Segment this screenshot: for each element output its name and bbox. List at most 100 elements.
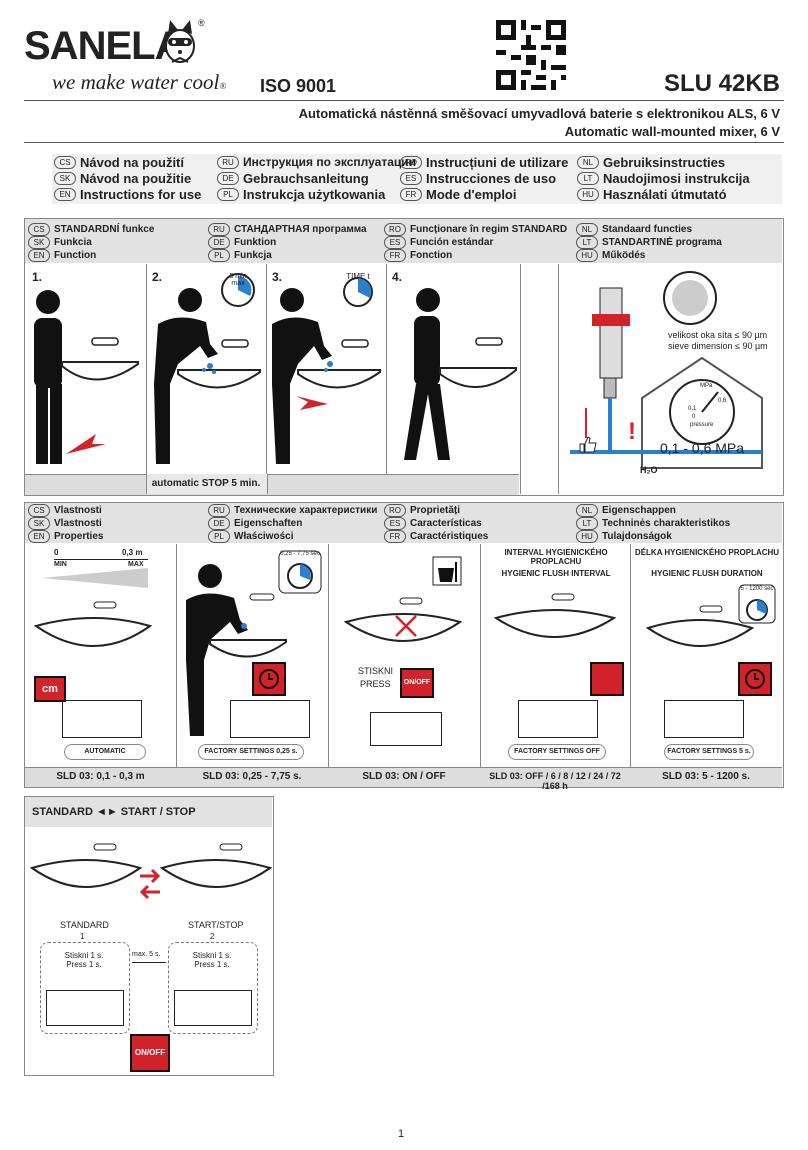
prop-divider-3 [480,544,481,786]
filter-panel [558,264,783,494]
control-unit-2 [230,700,310,738]
subtitle-cs: Automatická nástěnná směšovací umyvadlov… [298,106,780,121]
control-unit-startstop [174,990,252,1026]
step-1-illustration [34,290,139,464]
onoff-button-startstop[interactable]: ON/OFF [130,1034,170,1072]
bucket-mop-icon [432,556,462,586]
iso-label: ISO 9001 [260,76,337,96]
timer-range-label: 0,25 - 7,75 sec [280,551,320,557]
gauge-unit: MPa [700,383,713,389]
duration-button[interactable] [738,662,772,696]
press-cs-1: Stiskni 1 s. [64,951,104,960]
basin-5 [646,605,754,647]
prop-footer-bar [25,767,782,787]
max5-label: max. 5 s. [132,951,161,958]
raccoon-logo-icon [160,16,200,68]
standard-label: STANDARD [60,920,109,930]
interval-button[interactable] [590,662,624,696]
step-3-number: 3. [272,270,283,284]
prop-footer-4: SLD 03: OFF / 6 / 8 / 12 / 24 / 72 /168 … [489,771,621,791]
step-1-number: 1. [32,270,43,284]
header-divider-2 [24,142,784,143]
page-number: 1 [398,1128,405,1140]
tagline: we make water cool® [52,70,227,94]
thumbs-up-icon [578,434,598,454]
startstop-header-bar [25,797,272,827]
pressure-range: 0,1 - 0,6 MPa [660,440,745,456]
gauge-01: 0,1 [688,406,697,412]
person-washing-illustration [186,564,287,736]
duration-timer-label: 5 - 1200 sec [740,586,774,592]
timer-5min-label: 5 min max [229,273,247,287]
startstop-basin-1 [30,843,142,888]
header-divider [24,100,784,101]
warning-icon: ! [628,418,636,445]
prop-divider-2 [328,544,329,786]
basin-4 [494,593,616,638]
control-unit-standard [46,990,124,1026]
state-1-number: 1 [80,932,85,941]
range-max: 0,3 m [122,548,143,557]
basin-1 [34,601,152,647]
step-divider-3 [386,264,387,474]
startstop-basin-2 [160,843,272,888]
gauge-0: 0 [692,414,696,420]
control-unit-1 [62,700,142,738]
state-2-number: 2 [210,932,215,941]
timer-t-icon [343,277,373,307]
interval-title-cs: INTERVAL HYGIENICKÉHO PROPLACHU [504,548,608,566]
brand-logo: SANELA [24,24,183,68]
prop-divider-4 [630,544,631,786]
steps-area [24,264,521,494]
clock-button[interactable] [252,662,286,696]
stiskni-label: STISKNI [358,666,394,676]
step-divider-1 [146,264,147,474]
max5-arrow [132,962,166,963]
prop-footer-3: SLD 03: ON / OFF [362,771,446,782]
range-min-label: MIN [54,561,67,568]
timer-range-icon [278,550,322,594]
standard-box [40,942,130,1034]
step-2-number: 2. [152,270,163,284]
startstop-box [168,942,258,1034]
startstop-panel [24,796,274,1076]
prop-footer-1: SLD 03: 0,1 - 0,3 m [56,771,145,782]
sensor-beam [42,568,148,588]
press-cs-2: Stiskni 1 s. [192,951,232,960]
control-unit-4 [518,700,598,738]
step-divider-2 [266,264,267,474]
cm-button[interactable]: cm [34,676,66,702]
pill-factory-025: FACTORY SETTINGS 0,25 s. [198,744,304,760]
onoff-button-prop[interactable]: ON/OFF [400,668,434,698]
step-2-illustration [154,288,261,464]
model-number: SLU 42KB [663,70,780,97]
range-line [54,559,148,560]
startstop-title: STANDARD ◄► START / STOP [32,806,196,818]
